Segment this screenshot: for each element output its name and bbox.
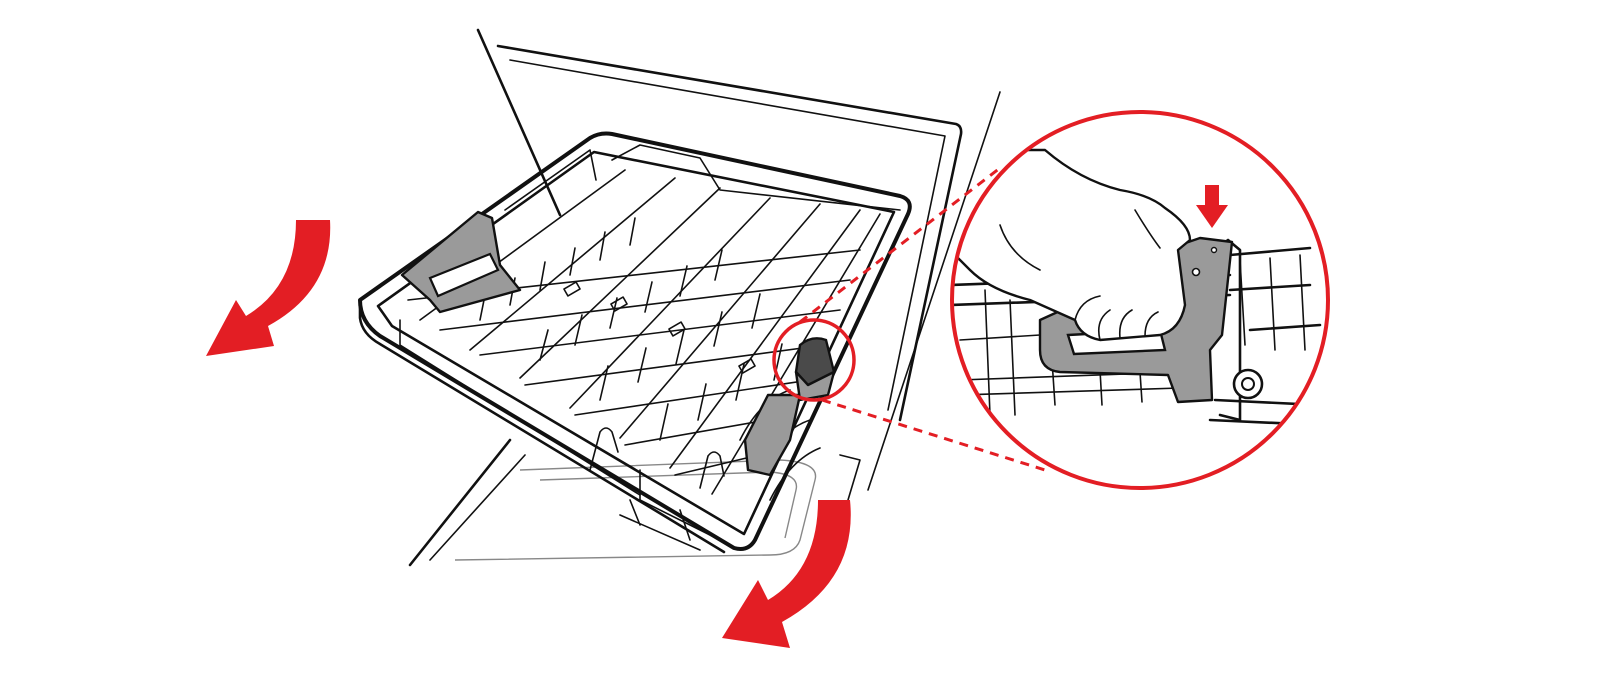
- press-down-arrow-icon: [1196, 185, 1228, 228]
- curved-arrow-left-icon: [206, 220, 331, 356]
- upper-rack: [358, 131, 912, 554]
- right-rack-handle: [743, 337, 836, 477]
- callout-dashed-lines: [799, 166, 1046, 472]
- dishwasher-tub: [408, 28, 1001, 567]
- magnifier-callout-icon: [950, 110, 1330, 490]
- left-rack-handle: [400, 210, 522, 314]
- curved-arrow-right-icon: [722, 500, 851, 648]
- latch-highlight-circle: [772, 318, 856, 402]
